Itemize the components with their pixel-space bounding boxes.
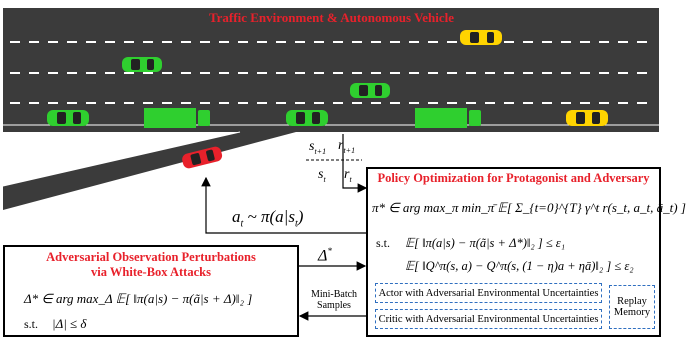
adversary-objective: Δ* ∈ arg max_Δ 𝔼[ ‖π(a|s) − π(ã|s + Δ)‖₂… xyxy=(24,291,253,306)
red-ego-car xyxy=(182,146,223,169)
on-ramp xyxy=(3,132,296,210)
observation-arrow xyxy=(342,134,368,193)
traffic-scene xyxy=(2,8,661,337)
minibatch-label: Mini-Batch Samples xyxy=(310,289,358,311)
actor-box: Actor with Adversarial Environmental Unc… xyxy=(375,283,602,303)
adversary-title: Adversarial Observation Perturbations vi… xyxy=(46,250,256,279)
policy-title: Policy Optimization for Protagonist and … xyxy=(377,171,650,185)
yellow-car-bottom xyxy=(566,110,608,126)
green-car-2 xyxy=(350,83,390,98)
policy-box xyxy=(366,167,661,337)
policy-st: s.t. xyxy=(376,236,391,250)
replay-memory-box: Replay Memory xyxy=(609,285,655,329)
green-truck-1 xyxy=(144,108,210,128)
action-label: at ~ π(a|st) xyxy=(232,207,304,230)
adversary-constraint: |Δ| ≤ δ xyxy=(52,316,87,331)
state-label: st xyxy=(318,167,326,184)
critic-box: Critic with Adversarial Environmental Un… xyxy=(375,309,602,329)
action-arrow xyxy=(201,176,367,234)
green-truck-2 xyxy=(415,108,481,128)
road xyxy=(3,8,659,132)
next-reward-label: rt+1 xyxy=(338,138,356,155)
green-car-4 xyxy=(286,110,328,126)
yellow-car-top xyxy=(460,30,502,45)
policy-constraint-1: 𝔼[ ‖π(a|s) − π(ã|s + Δ*)‖₂ ] ≤ ε₁ xyxy=(405,236,566,250)
adversary-st: s.t. xyxy=(24,317,39,331)
reward-label: rt xyxy=(344,167,352,184)
env-title: Traffic Environment & Autonomous Vehicle xyxy=(208,10,455,25)
delta-star-label: Δ* xyxy=(318,246,332,265)
next-state-label: st+1 xyxy=(309,139,327,156)
green-car-3 xyxy=(47,110,89,126)
green-car-1 xyxy=(122,57,162,72)
policy-objective: π* ∈ arg max_π min_π̄ 𝔼[ Σ_{t=0}^{T} γ^t… xyxy=(372,200,686,215)
adversary-box xyxy=(3,245,299,337)
policy-constraint-2: 𝔼[ ‖Q^π(s, a) − Q^π(s, (1 − η)a + ηā)‖₂ … xyxy=(405,259,634,273)
